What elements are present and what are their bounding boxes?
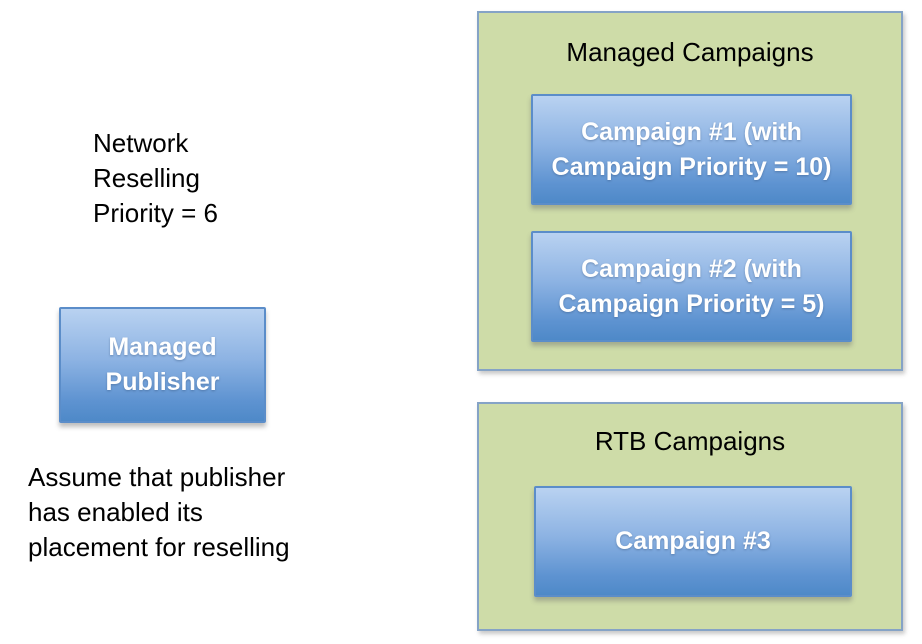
managed-publisher-label: Managed Publisher: [105, 333, 220, 396]
campaign-2-label: Campaign #2 (with Campaign Priority = 5): [558, 254, 825, 318]
rtb-campaigns-title: RTB Campaigns: [594, 426, 786, 456]
campaign-2-box: Campaign #2 (with Campaign Priority = 5): [531, 231, 852, 342]
note-line: Network: [93, 128, 189, 158]
note-line: has enabled its: [28, 497, 203, 527]
campaign-3-box: Campaign #3: [534, 486, 852, 597]
campaign-1-label: Campaign #1 (with Campaign Priority = 10…: [551, 117, 832, 181]
campaign-3-label: Campaign #3: [615, 527, 771, 555]
managed-publisher-box: Managed Publisher: [59, 307, 266, 423]
network-reselling-priority-note: Network Reselling Priority = 6: [93, 126, 218, 231]
managed-campaigns-group: Managed Campaigns Campaign #1 (with Camp…: [477, 11, 903, 371]
campaign-1-box: Campaign #1 (with Campaign Priority = 10…: [531, 94, 852, 205]
note-line: Assume that publisher: [28, 462, 286, 492]
note-line: Priority = 6: [93, 198, 218, 228]
note-line: placement for reselling: [28, 532, 290, 562]
rtb-campaigns-group: RTB Campaigns Campaign #3: [477, 402, 903, 631]
publisher-assumption-note: Assume that publisher has enabled its pl…: [28, 460, 290, 565]
managed-campaigns-title: Managed Campaigns: [566, 37, 814, 67]
note-line: Reselling: [93, 163, 200, 193]
